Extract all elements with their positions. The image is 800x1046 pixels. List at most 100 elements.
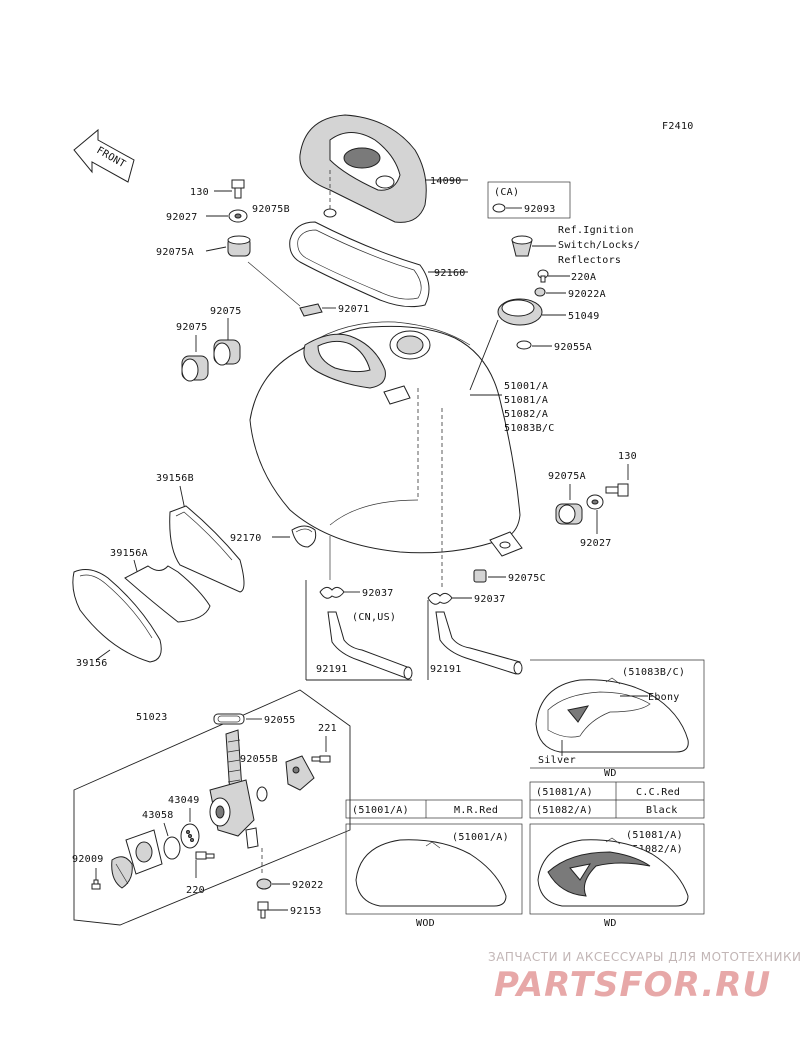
- filter-plate: [285, 755, 315, 791]
- callout-92037-left: 92037: [362, 588, 394, 599]
- callout-92071: 92071: [338, 304, 370, 315]
- callout-51049: 51049: [568, 311, 600, 322]
- top-box-silver: Silver: [538, 755, 576, 766]
- br-row2-code: (51082/A): [536, 805, 593, 816]
- callout-92191-left: 92191: [316, 664, 348, 675]
- ca-label: (CA): [494, 187, 519, 198]
- damper-92075-a: [181, 355, 209, 382]
- bolt-130-right: [605, 483, 629, 497]
- callout-92027-right: 92027: [580, 538, 612, 549]
- callout-92153: 92153: [290, 906, 322, 917]
- callout-14090: 14090: [430, 176, 462, 187]
- callout-92009: 92009: [72, 854, 104, 865]
- ignition-switch-part: [511, 235, 533, 257]
- clip-92170: [291, 525, 317, 548]
- callout-43058: 43058: [142, 810, 174, 821]
- br-inner-code-1: (51081/A): [626, 830, 683, 841]
- callout-92075-b: 92075: [210, 306, 242, 317]
- ref-line-1: Ref.Ignition: [558, 225, 634, 236]
- damper-92075-b: [213, 339, 241, 366]
- side-cover-39156A: [124, 565, 211, 623]
- lever-knob: [111, 856, 133, 889]
- damper-92075C: [473, 569, 487, 583]
- figure-id: F2410: [662, 121, 694, 132]
- lever-plate: [125, 829, 163, 875]
- callout-43049: 43049: [168, 795, 200, 806]
- grommet-part: [323, 208, 337, 218]
- callout-130-right: 130: [618, 451, 637, 462]
- screw-221: [311, 755, 331, 763]
- br-inner-code-2: (51082/A): [626, 844, 683, 855]
- callout-92055: 92055: [264, 715, 296, 726]
- meter-cover: [299, 114, 427, 223]
- bl-header-color: M.R.Red: [454, 805, 498, 816]
- watermark-tagline: ЗАПЧАСТИ И АКСЕССУАРЫ ДЛЯ МОТОТЕХНИКИ: [488, 950, 800, 964]
- callout-220: 220: [186, 885, 205, 896]
- callout-39156A: 39156A: [110, 548, 148, 559]
- washer-92022: [256, 878, 272, 890]
- color-box-51083: (51083B/C) Ebony Silver WD: [530, 659, 705, 779]
- callout-39156: 39156: [76, 658, 108, 669]
- bl-caption: WOD: [416, 918, 435, 929]
- callout-220A: 220A: [571, 272, 596, 283]
- callout-92075A-right: 92075A: [548, 471, 586, 482]
- callout-92022: 92022: [292, 880, 324, 891]
- clip-92071: [299, 303, 323, 317]
- callout-92075-a: 92075: [176, 322, 208, 333]
- callout-92037-right: 92037: [474, 594, 506, 605]
- ref-line-2: Switch/Locks/: [558, 240, 640, 251]
- fuel-cap-51049: [497, 298, 543, 326]
- screw-220A: [537, 269, 549, 283]
- bolt-92153: [257, 901, 269, 919]
- lever-gasket-43049: [180, 823, 200, 849]
- callout-92160: 92160: [434, 268, 466, 279]
- gasket-92055A: [516, 340, 532, 350]
- callout-92027-top: 92027: [166, 212, 198, 223]
- damper-92075A-top: [227, 235, 251, 257]
- callout-92075C: 92075C: [508, 573, 546, 584]
- clamp-92037-left: [319, 586, 345, 599]
- callout-92055A: 92055A: [554, 342, 592, 353]
- screw-92009: [91, 879, 101, 890]
- callout-51023: 51023: [136, 712, 168, 723]
- top-box-caption: WD: [604, 768, 617, 779]
- tank-code-3: 51082/A: [504, 409, 548, 420]
- callout-221: 221: [318, 723, 337, 734]
- screw-220: [195, 851, 215, 860]
- damper-92075A-right: [555, 503, 583, 525]
- br-row2-color: Black: [646, 805, 678, 816]
- callout-92022A: 92022A: [568, 289, 606, 300]
- o-ring-92055B: [256, 786, 268, 802]
- side-cover-39156: [72, 569, 162, 663]
- br-row1-color: C.C.Red: [636, 787, 680, 798]
- cn-us-label: (CN,US): [352, 612, 396, 623]
- callout-92170: 92170: [230, 533, 262, 544]
- o-ring-43058: [163, 836, 181, 860]
- fuel-tank: [249, 321, 523, 557]
- tank-code-4: 51083B/C: [504, 423, 555, 434]
- br-row1-code: (51081/A): [536, 787, 593, 798]
- callout-92075A-top: 92075A: [156, 247, 194, 258]
- callout-130-top: 130: [190, 187, 209, 198]
- gasket-92160: [289, 221, 430, 308]
- fuel-petcock: [209, 729, 259, 849]
- top-box-code: (51083B/C): [622, 667, 685, 678]
- side-cover-39156B: [169, 505, 245, 593]
- petcock-group-border: [73, 689, 351, 926]
- color-box-51081-51082: (51081/A) C.C.Red (51082/A) Black (51081…: [529, 781, 705, 929]
- front-arrow-icon: FRONT: [73, 128, 135, 183]
- hose-92191-right: [435, 611, 523, 675]
- top-box-ebony: Ebony: [648, 692, 680, 703]
- clamp-92037-right: [427, 592, 453, 605]
- callout-92191-right: 92191: [430, 664, 462, 675]
- bolt-130-top: [231, 179, 245, 199]
- watermark-logo: PARTSFOR.RU: [494, 965, 771, 1005]
- br-caption: WD: [604, 918, 617, 929]
- gasket-92055: [213, 713, 245, 725]
- bl-header-code: (51001/A): [352, 805, 409, 816]
- ca-box: (CA) 92093: [487, 181, 571, 219]
- callout-92055B: 92055B: [240, 754, 278, 765]
- washer-92022A: [534, 287, 546, 297]
